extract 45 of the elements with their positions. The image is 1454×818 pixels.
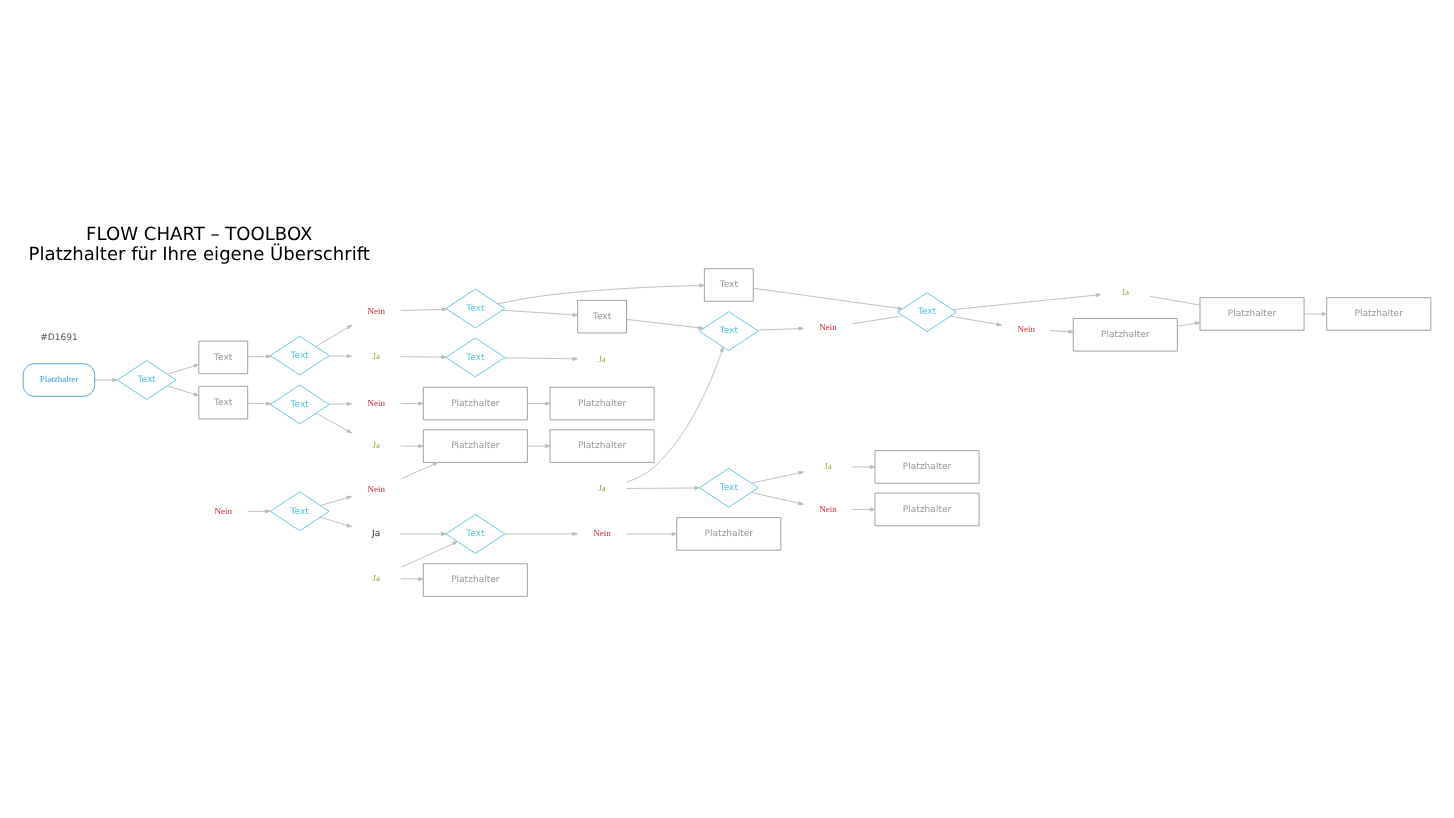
diagram-title: FLOW CHART – TOOLBOX [86,225,313,246]
arrow [400,444,424,449]
arrow [319,516,353,528]
arrow [400,462,439,480]
arrow [166,385,200,397]
arrow [526,401,551,406]
connector [851,315,904,325]
arrow [504,531,578,536]
arrow [752,287,903,311]
arrow [497,283,705,305]
arrow [626,318,704,330]
arrow [952,293,1102,311]
arrow [400,577,424,582]
arrow [626,485,700,491]
arrow [400,541,458,568]
arrow [400,355,447,360]
arrow [626,531,677,536]
arrow [94,378,118,383]
arrow [400,401,424,406]
arrow [626,346,724,483]
arrow [502,309,578,317]
arrow [851,507,876,512]
arrow [526,444,551,449]
arrow [315,324,353,348]
arrow [166,363,200,375]
arrow [400,307,448,312]
arrow [328,401,353,406]
arrow [851,464,876,469]
arrow [1050,329,1074,334]
arrow [950,315,1002,327]
arrow [750,470,804,484]
arrow [328,354,353,359]
arrow [756,326,804,331]
arrow [503,356,578,361]
arrow [247,354,272,359]
arrow [247,401,272,406]
arrow [400,531,447,536]
arrow [247,509,271,514]
arrow [315,412,353,434]
arrow [320,495,352,506]
arrow [1303,311,1327,316]
arrow [750,492,804,506]
arrow [1176,321,1201,327]
connector [1149,295,1201,306]
caption: Platzhalter für Ihre eigene Überschrift [28,245,370,266]
